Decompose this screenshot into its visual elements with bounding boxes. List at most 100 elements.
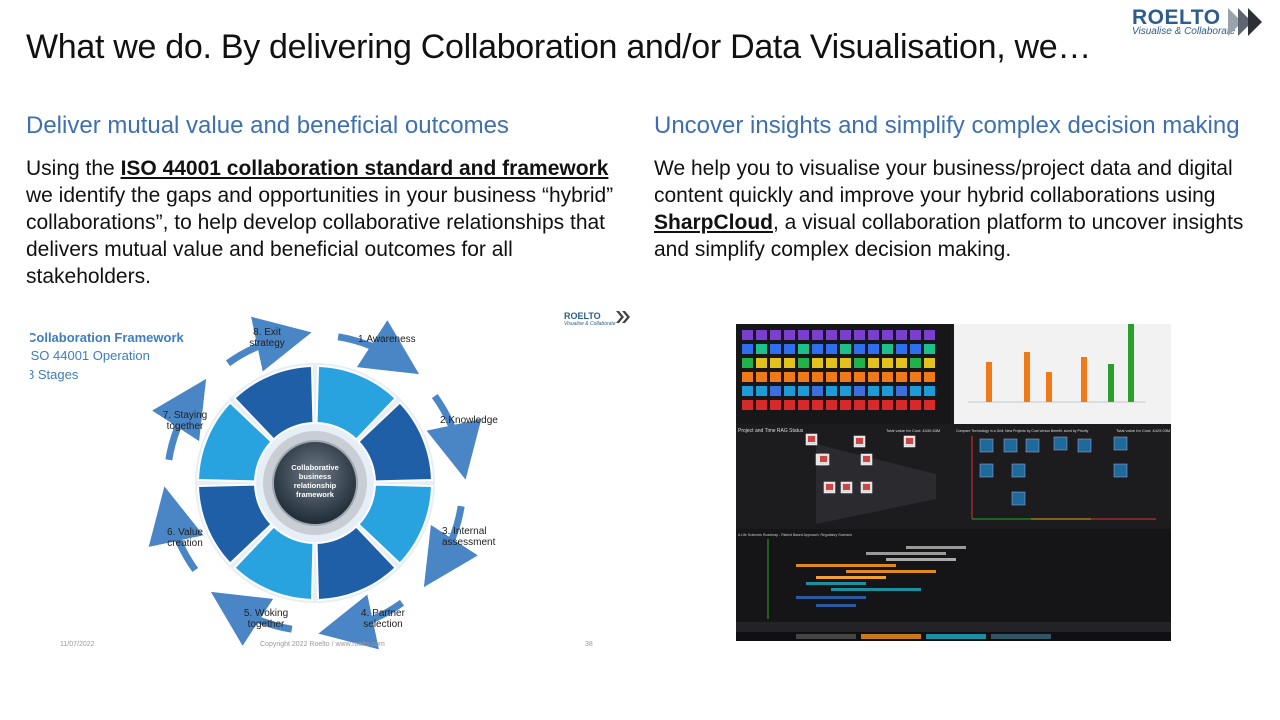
mini-logo-tagline: Visualise & Collaborate bbox=[564, 321, 616, 327]
right-heading: Uncover insights and simplify complex de… bbox=[654, 112, 1240, 139]
wheel-segment bbox=[315, 525, 397, 601]
tile bbox=[854, 400, 865, 410]
tile bbox=[826, 372, 837, 382]
tile bbox=[826, 386, 837, 396]
tile bbox=[798, 330, 809, 340]
tile bbox=[742, 344, 753, 354]
tile bbox=[798, 358, 809, 368]
tile bbox=[868, 400, 879, 410]
rag-card-thumb bbox=[863, 484, 870, 490]
hub-center bbox=[272, 440, 358, 526]
mini-logo-chevron-icon bbox=[616, 311, 630, 323]
category-chip bbox=[796, 634, 856, 639]
roadmap-bar bbox=[806, 582, 866, 585]
mini-bar-chart bbox=[968, 324, 1146, 403]
tile bbox=[868, 330, 879, 340]
grid-card bbox=[1113, 463, 1128, 478]
mini-bar bbox=[1046, 372, 1052, 402]
rag-card-thumb bbox=[808, 436, 815, 442]
cycle-arrow bbox=[337, 320, 420, 375]
tile bbox=[840, 372, 851, 382]
tile bbox=[770, 372, 781, 382]
tile bbox=[784, 344, 795, 354]
iso-44001-link[interactable]: ISO 44001 collaboration standard and fra… bbox=[120, 157, 609, 180]
tile bbox=[756, 358, 767, 368]
tile bbox=[812, 372, 823, 382]
grid-card bbox=[1025, 438, 1040, 453]
tile bbox=[840, 344, 851, 354]
rag-card-thumb bbox=[820, 456, 827, 462]
wheel-segment bbox=[197, 483, 273, 565]
tile bbox=[812, 386, 823, 396]
rag-card-thumb bbox=[906, 438, 913, 444]
tile bbox=[882, 372, 893, 382]
tile bbox=[742, 372, 753, 382]
mini-bar bbox=[986, 362, 992, 402]
cycle-arrow bbox=[318, 594, 405, 650]
tile bbox=[742, 400, 753, 410]
tile bbox=[882, 330, 893, 340]
rag-total-cost: Total value for Cost: £430.63M bbox=[886, 428, 940, 433]
left-text-before: Using the bbox=[26, 157, 121, 180]
roadmap-bars bbox=[767, 539, 966, 619]
tile bbox=[882, 344, 893, 354]
roadmap-bar bbox=[816, 604, 856, 607]
roadmap-bar bbox=[886, 558, 956, 561]
roadmap-bar bbox=[831, 588, 921, 591]
tile bbox=[770, 386, 781, 396]
tile bbox=[784, 358, 795, 368]
tile bbox=[784, 400, 795, 410]
tile bbox=[924, 372, 935, 382]
tile bbox=[756, 344, 767, 354]
cycle-arrow bbox=[148, 486, 204, 573]
tile bbox=[896, 372, 907, 382]
roadmap-bar bbox=[846, 570, 936, 573]
roelto-logo: ROELTO Visualise & Collaborate bbox=[1132, 6, 1272, 40]
tile bbox=[798, 400, 809, 410]
tile bbox=[910, 386, 921, 396]
tile bbox=[896, 386, 907, 396]
tile bbox=[798, 386, 809, 396]
rag-card-thumb bbox=[856, 438, 863, 444]
roadmap-bar bbox=[906, 546, 966, 549]
grid-card bbox=[1003, 438, 1018, 453]
tile bbox=[742, 358, 753, 368]
footer-copyright: Copyright 2022 Roelto / www.roelto.com bbox=[260, 641, 385, 648]
tile bbox=[756, 386, 767, 396]
tile bbox=[770, 400, 781, 410]
tile bbox=[756, 400, 767, 410]
stage-label: 1.Awareness bbox=[358, 334, 416, 345]
roadmap-bar bbox=[866, 552, 946, 555]
tile bbox=[924, 330, 935, 340]
tile bbox=[798, 344, 809, 354]
mini-bar bbox=[1024, 352, 1030, 402]
tile bbox=[924, 344, 935, 354]
tile bbox=[882, 400, 893, 410]
stage-label: 2.Knowledge bbox=[440, 415, 498, 426]
framework-title: Collaboration Framework bbox=[30, 330, 185, 345]
wheel-segment bbox=[233, 525, 315, 601]
rag-card-thumb bbox=[863, 456, 870, 462]
tile bbox=[868, 386, 879, 396]
hub-label: Collaborative business relationship fram… bbox=[291, 463, 339, 499]
tile-grid bbox=[742, 330, 935, 410]
compare-panel-title: Compare Technology in a Grid: New Projec… bbox=[956, 429, 1089, 433]
cycle-arrow bbox=[225, 316, 312, 372]
roadmap-bar bbox=[816, 576, 886, 579]
tile bbox=[868, 372, 879, 382]
right-paragraph: We help you to visualise your business/p… bbox=[654, 155, 1264, 263]
tile bbox=[910, 358, 921, 368]
sharpcloud-link[interactable]: SharpCloud bbox=[654, 211, 773, 234]
tile bbox=[742, 330, 753, 340]
mini-bar bbox=[1081, 357, 1087, 402]
tile bbox=[826, 400, 837, 410]
timeline-axis bbox=[736, 622, 1171, 632]
tile bbox=[840, 358, 851, 368]
tile bbox=[854, 330, 865, 340]
left-heading: Deliver mutual value and beneficial outc… bbox=[26, 112, 509, 139]
tile bbox=[924, 358, 935, 368]
